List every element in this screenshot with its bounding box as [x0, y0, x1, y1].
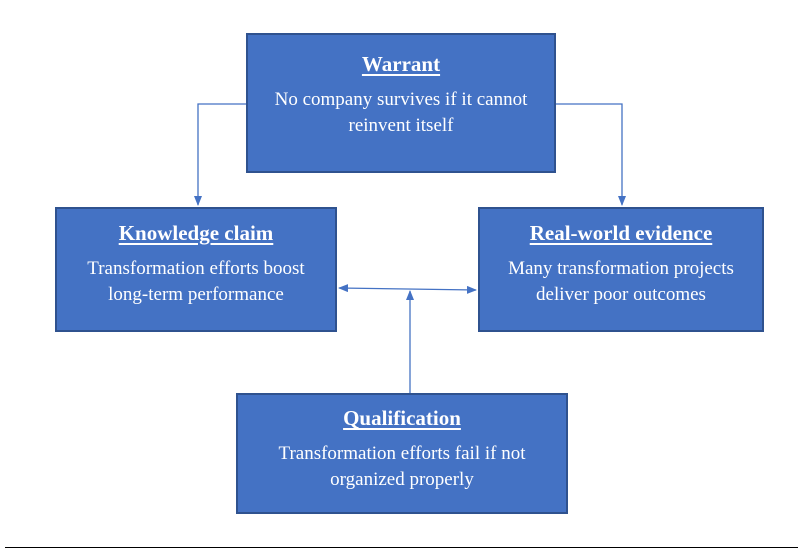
- bottom-divider: [5, 547, 798, 548]
- knowledge-claim-text-line-1: Transformation efforts boost: [87, 258, 305, 279]
- knowledge-claim-text-line-2: long-term performance: [108, 284, 284, 305]
- warrant-text-line-1: No company survives if it cannot: [274, 89, 528, 110]
- warrant-box: Warrant No company survives if it cannot…: [246, 33, 556, 173]
- real-world-evidence-text: Many transformation projects deliver poo…: [480, 256, 762, 308]
- warrant-text-line-2: reinvent itself: [348, 115, 454, 136]
- qualification-title: Qualification: [343, 406, 461, 430]
- qualification-box: Qualification Transformation efforts fai…: [236, 393, 568, 514]
- qualification-text: Transformation efforts fail if not organ…: [238, 441, 566, 493]
- qualification-text-line-1: Transformation efforts fail if not: [278, 443, 526, 464]
- warrant-text: No company survives if it cannot reinven…: [248, 87, 554, 139]
- qualification-text-line-2: organized properly: [330, 469, 474, 490]
- warrant-title: Warrant: [361, 52, 441, 76]
- real-world-evidence-text-line-1: Many transformation projects: [508, 258, 734, 279]
- knowledge-evidence-double-arrow: [338, 284, 477, 294]
- real-world-evidence-title: Real-world evidence: [529, 221, 713, 245]
- real-world-evidence-box: Real-world evidence Many transformation …: [478, 207, 764, 332]
- knowledge-claim-title: Knowledge claim: [118, 221, 274, 245]
- warrant-to-evidence-connector: [556, 103, 626, 206]
- knowledge-claim-box: Knowledge claim Transformation efforts b…: [55, 207, 337, 332]
- knowledge-claim-text: Transformation efforts boost long-term p…: [57, 256, 335, 308]
- real-world-evidence-text-line-2: deliver poor outcomes: [536, 284, 706, 305]
- warrant-to-knowledge-connector: [194, 103, 246, 206]
